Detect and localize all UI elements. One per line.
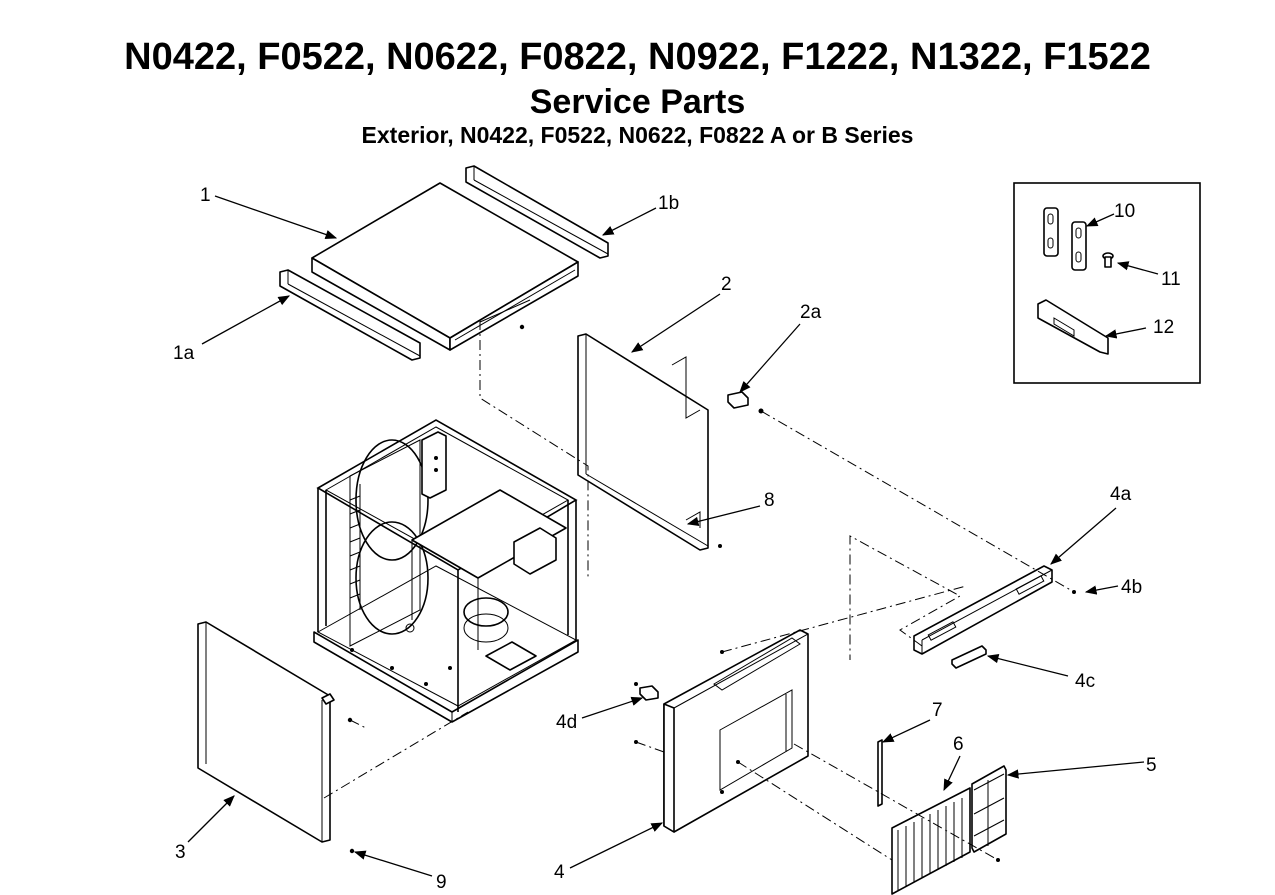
callout-4a: 4a <box>1110 484 1132 505</box>
callout-4: 4 <box>554 862 565 883</box>
callout-4b: 4b <box>1121 577 1142 598</box>
callout-4d: 4d <box>556 712 577 733</box>
callout-11: 11 <box>1161 269 1181 290</box>
callout-2: 2 <box>721 274 732 295</box>
screw-part-9 <box>349 848 355 854</box>
screw-part-8 <box>718 544 722 548</box>
screw-icon <box>519 324 525 330</box>
callout-2a: 2a <box>800 302 822 323</box>
callout-8: 8 <box>764 490 775 511</box>
callout-1: 1 <box>200 185 211 206</box>
callout-9: 9 <box>436 872 447 893</box>
bracket-part-10b <box>1071 221 1087 271</box>
left-panel-part-3 <box>197 621 353 843</box>
page-subtitle: Exterior, N0422, F0522, N0622, F0822 A o… <box>361 122 914 148</box>
front-trim-part-1a <box>279 269 421 361</box>
plate-part-12 <box>1037 299 1109 355</box>
clip-part-4d <box>634 682 659 744</box>
callout-leaders <box>187 195 1159 877</box>
hardware-inset <box>1013 182 1201 384</box>
alignment-lines <box>323 320 1075 861</box>
filter-frame-part-5 <box>971 765 1007 862</box>
screw-part-11 <box>1102 252 1114 268</box>
callout-5: 5 <box>1146 755 1157 776</box>
callout-4c: 4c <box>1075 671 1095 692</box>
ice-machine-cabinet <box>313 419 579 723</box>
model-list-title: N0422, F0522, N0622, F0822, N0922, F1222… <box>124 36 1151 78</box>
callout-7: 7 <box>932 700 943 721</box>
callout-1a: 1a <box>173 343 195 364</box>
condenser-coil <box>349 484 361 612</box>
grille-part-6 <box>891 787 971 895</box>
callout-1b: 1b <box>658 193 679 214</box>
callout-labels: 1 1a 1b 2 2a 3 4 4a 4b 4c 4d 5 6 7 8 9 1… <box>173 185 1181 893</box>
top-panel-part-1 <box>311 182 579 351</box>
bracket-part-10a <box>1043 207 1059 257</box>
side-panel-part-2 <box>577 333 709 551</box>
seal-strip-part-7 <box>877 739 883 807</box>
page-title: Service Parts <box>529 83 746 121</box>
callout-3: 3 <box>175 842 186 863</box>
front-trim-part-4a <box>913 565 1053 655</box>
front-panel-part-4 <box>663 629 809 833</box>
rear-trim-part-1b <box>465 165 609 259</box>
callout-12: 12 <box>1153 317 1174 338</box>
callout-10: 10 <box>1114 201 1135 222</box>
callout-6: 6 <box>953 734 964 755</box>
badge-part-4c <box>951 645 987 669</box>
clip-part-2a <box>727 391 764 414</box>
